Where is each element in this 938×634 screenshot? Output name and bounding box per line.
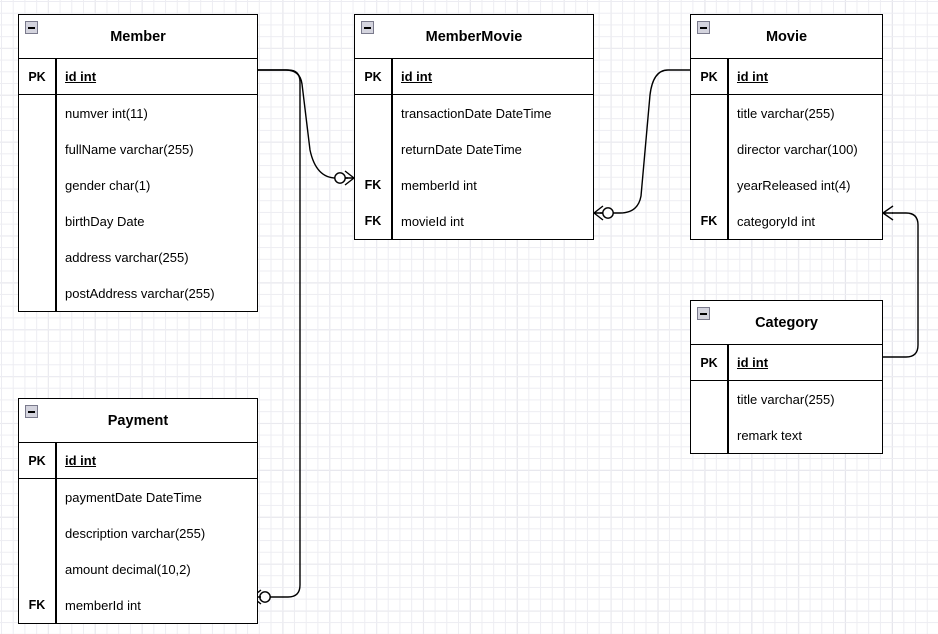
key-label: FK [700,214,718,228]
collapse-minus-icon[interactable] [25,21,38,34]
attribute-name: title varchar(255) [737,105,835,121]
entity-rows-movie: PK id int title varchar(255) director varch… [691,59,882,239]
attribute-row[interactable]: FK memberId int [355,167,593,203]
attribute-name: address varchar(255) [65,249,189,265]
key-column-divider [55,59,57,311]
attribute-name: title varchar(255) [737,391,835,407]
attribute-row[interactable]: birthDay Date [19,203,257,239]
attribute-row[interactable]: paymentDate DateTime [19,479,257,515]
attribute-name: returnDate DateTime [401,141,522,157]
entity-rows-payment: PK id int paymentDate DateTime description … [19,443,257,623]
key-label: FK [28,598,46,612]
attribute-name: memberId int [65,597,141,613]
attribute-name: id int [737,69,769,84]
attribute-name: birthDay Date [65,213,145,229]
attribute-name: transactionDate DateTime [401,105,552,121]
entity-rows-category: PK id int title varchar(255) remark text [691,345,882,453]
attribute-row[interactable]: FK movieId int [355,203,593,239]
attribute-row[interactable]: FK memberId int [19,587,257,623]
attribute-row[interactable]: transactionDate DateTime [355,95,593,131]
key-column-divider [727,59,729,239]
attribute-name: memberId int [401,177,477,193]
attribute-row[interactable]: title varchar(255) [691,95,882,131]
entity-name-label: Movie [765,29,808,45]
entity-name-label: Category [755,315,818,331]
key-column-divider [55,443,57,623]
attribute-name: amount decimal(10,2) [65,561,191,577]
attribute-row[interactable]: FK categoryId int [691,203,882,239]
key-label: PK [28,69,46,84]
attribute-row[interactable]: PK id int [19,59,257,95]
key-label: FK [364,178,382,192]
collapse-minus-icon[interactable] [25,405,38,418]
entity-rows-membermovie: PK id int transactionDate DateTime returnDa… [355,59,593,239]
key-label: PK [364,69,382,84]
attribute-row[interactable]: PK id int [691,59,882,95]
attribute-row[interactable]: title varchar(255) [691,381,882,417]
attribute-name: id int [737,355,769,370]
attribute-row[interactable]: description varchar(255) [19,515,257,551]
attribute-row[interactable]: fullName varchar(255) [19,131,257,167]
attribute-row[interactable]: PK id int [691,345,882,381]
attribute-name: yearReleased int(4) [737,177,851,193]
attribute-name: id int [401,69,433,84]
entity-name-label: Payment [107,413,169,429]
attribute-row[interactable]: yearReleased int(4) [691,167,882,203]
attribute-name: remark text [737,427,803,443]
attribute-name: numver int(11) [65,105,148,121]
attribute-row[interactable]: numver int(11) [19,95,257,131]
attribute-name: gender char(1) [65,177,151,193]
collapse-minus-icon[interactable] [697,307,710,320]
collapse-minus-icon[interactable] [361,21,374,34]
attribute-name: id int [65,69,97,84]
key-column-divider [727,345,729,453]
attribute-name: movieId int [401,213,464,229]
attribute-row[interactable]: postAddress varchar(255) [19,275,257,311]
attribute-name: postAddress varchar(255) [65,285,215,301]
attribute-row[interactable]: PK id int [19,443,257,479]
attribute-name: description varchar(255) [65,525,206,541]
attribute-row[interactable]: amount decimal(10,2) [19,551,257,587]
attribute-row[interactable]: returnDate DateTime [355,131,593,167]
entity-title-category: Category [691,301,882,345]
entity-title-membermovie: MemberMovie [355,15,593,59]
attribute-row[interactable]: remark text [691,417,882,453]
key-label: FK [364,214,382,228]
key-label: PK [700,69,718,84]
attribute-name: id int [65,453,97,468]
attribute-name: fullName varchar(255) [65,141,194,157]
attribute-name: categoryId int [737,213,816,229]
entity-rows-member: PK id int numver int(11) fullName varchar(2… [19,59,257,311]
collapse-minus-icon[interactable] [697,21,710,34]
entity-title-movie: Movie [691,15,882,59]
attribute-name: director varchar(100) [737,141,858,157]
entity-title-member: Member [19,15,257,59]
attribute-name: paymentDate DateTime [65,489,202,505]
entity-title-payment: Payment [19,399,257,443]
key-label: PK [700,355,718,370]
key-column-divider [391,59,393,239]
attribute-row[interactable]: director varchar(100) [691,131,882,167]
attribute-row[interactable]: gender char(1) [19,167,257,203]
entity-name-label: Member [110,29,166,45]
key-label: PK [28,453,46,468]
attribute-row[interactable]: address varchar(255) [19,239,257,275]
attribute-row[interactable]: PK id int [355,59,593,95]
entity-name-label: MemberMovie [425,29,523,45]
